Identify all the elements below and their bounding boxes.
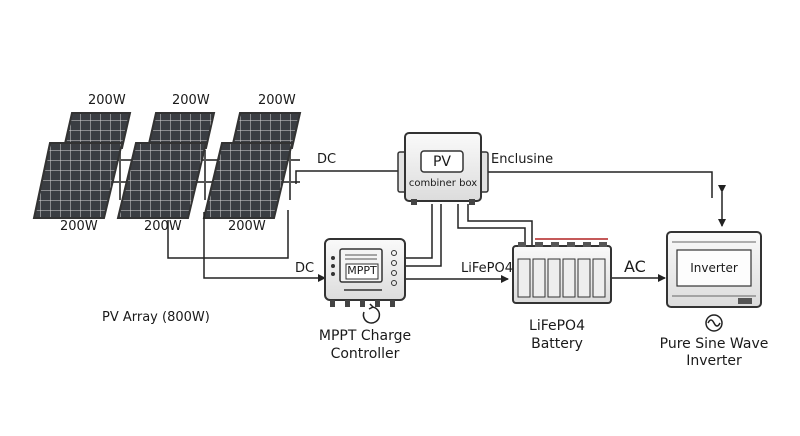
dc-bottom-label: DC [295, 261, 315, 276]
combiner-to-mppt-wire-2 [405, 204, 442, 267]
mppt-label-line1: MPPT Charge [318, 328, 412, 344]
lifepo4-wire-label: LiFePO4 [461, 261, 513, 276]
panel-top-left-watt: 200W [88, 93, 126, 108]
battery-label-line2: Battery [531, 336, 583, 352]
solar-panel-bottom-right [202, 142, 294, 219]
dc-top-label: DC [317, 152, 337, 167]
panel-bottom-mid-watt: 200W [144, 219, 182, 234]
mppt-controller [324, 238, 406, 307]
solar-panel-bottom-mid [116, 142, 208, 219]
dc-wire-bottom [203, 212, 326, 282]
enclosure-wire [483, 171, 713, 198]
panel-bottom-left-watt: 200W [60, 219, 98, 234]
battery-label-line1: LiFePO4 [529, 318, 585, 334]
combiner-to-battery-wire-1 [457, 204, 526, 246]
combiner-box [397, 132, 489, 205]
panel-top-right-watt: 200W [258, 93, 296, 108]
mppt-label-line2: Controller [330, 346, 400, 362]
enclosure-label: Enclusine [491, 152, 554, 167]
solar-panel-top-mid [146, 112, 216, 149]
sine-wave-icon [705, 314, 723, 332]
solar-panel-top-right [230, 112, 302, 149]
combiner-subtitle: combiner box [408, 178, 478, 189]
pv-array-label: PV Array (800W) [102, 310, 210, 325]
recycle-icon [362, 303, 381, 324]
panel-bottom-right-watt: 200W [228, 219, 266, 234]
battery [512, 238, 612, 304]
combiner-title: PV [432, 154, 452, 170]
wiring [167, 170, 726, 283]
ac-label: AC [624, 257, 646, 276]
inverter-label-line1: Pure Sine Wave [659, 336, 769, 352]
dc-wire-top [295, 170, 403, 184]
panel-top-mid-watt: 200W [172, 93, 210, 108]
solar-panel-top-left [62, 112, 132, 149]
mppt-screen-text: MPPT [347, 264, 377, 277]
inverter-title: Inverter [690, 261, 738, 275]
solar-panel-bottom-left [32, 142, 124, 219]
pv-array [32, 112, 302, 219]
array-loop-wire [167, 210, 289, 259]
inverter-unit [666, 231, 762, 308]
combiner-to-mppt-wire-1 [405, 204, 433, 259]
inverter-label-line2: Inverter [686, 353, 742, 369]
combiner-to-battery-wire-2 [467, 204, 533, 246]
